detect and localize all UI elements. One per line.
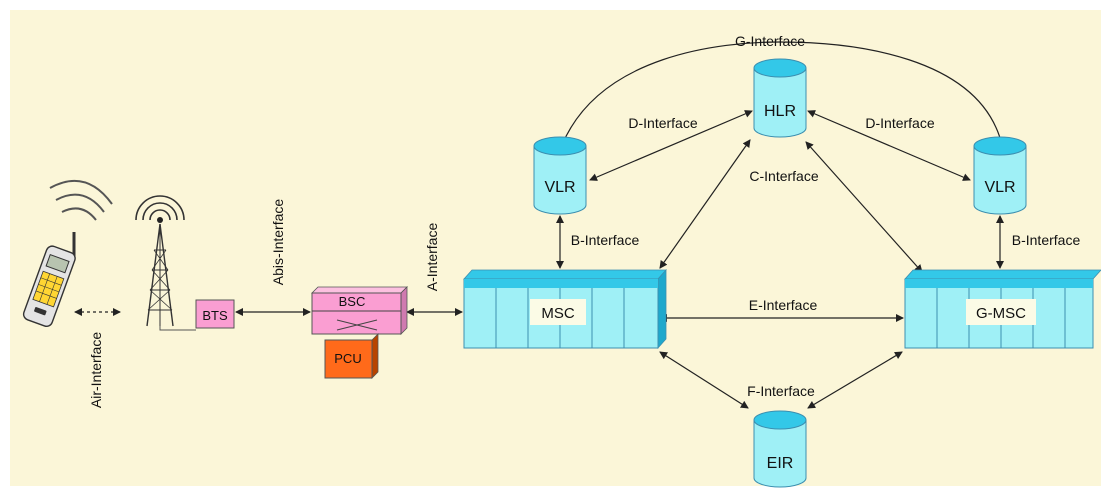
a-interface-label: A-Interface [424,223,440,292]
diagram-background [10,10,1101,486]
mobile-phone-icon [22,179,113,328]
pcu-label: PCU [334,351,361,366]
antenna-tower-icon [135,195,185,327]
gmsc-node: G-MSC [904,269,1101,349]
pcu-node: PCU [324,333,379,379]
hlr-label: HLR [764,103,796,120]
c-interface-msc-link [659,139,751,269]
bts-node: BTS [195,299,235,329]
b-interface-right-label: B-Interface [1012,232,1081,248]
bsc-node: BSC [311,286,408,335]
eir-node: EIR [753,410,807,488]
f-interface-msc-link [659,351,749,409]
c-interface-gmsc-link [805,141,923,273]
tower-bts-cable [159,325,196,331]
bts-label: BTS [202,308,228,323]
g-interface-link [561,41,1005,146]
msc-label: MSC [541,305,575,322]
abis-interface-label: Abis-Interface [270,199,286,286]
vlr-left-label: VLR [544,179,575,196]
b-interface-left-label: B-Interface [571,232,640,248]
g-interface-label: G-Interface [735,33,805,49]
d-interface-left-label: D-Interface [628,115,697,131]
bsc-label: BSC [339,294,366,309]
gmsc-label: G-MSC [976,305,1026,322]
hlr-node: HLR [753,58,807,138]
msc-node: MSC [463,268,667,350]
vlr-left-node: VLR [533,136,587,215]
f-interface-gmsc-link [807,351,903,409]
d-interface-right-label: D-Interface [865,115,934,131]
vlr-right-node: VLR [973,136,1027,215]
eir-label: EIR [767,455,794,472]
c-interface-label: C-Interface [749,168,818,184]
vlr-right-label: VLR [984,179,1015,196]
f-interface-label: F-Interface [747,383,815,399]
e-interface-label: E-Interface [749,297,818,313]
air-interface-label: Air-Interface [88,332,104,408]
